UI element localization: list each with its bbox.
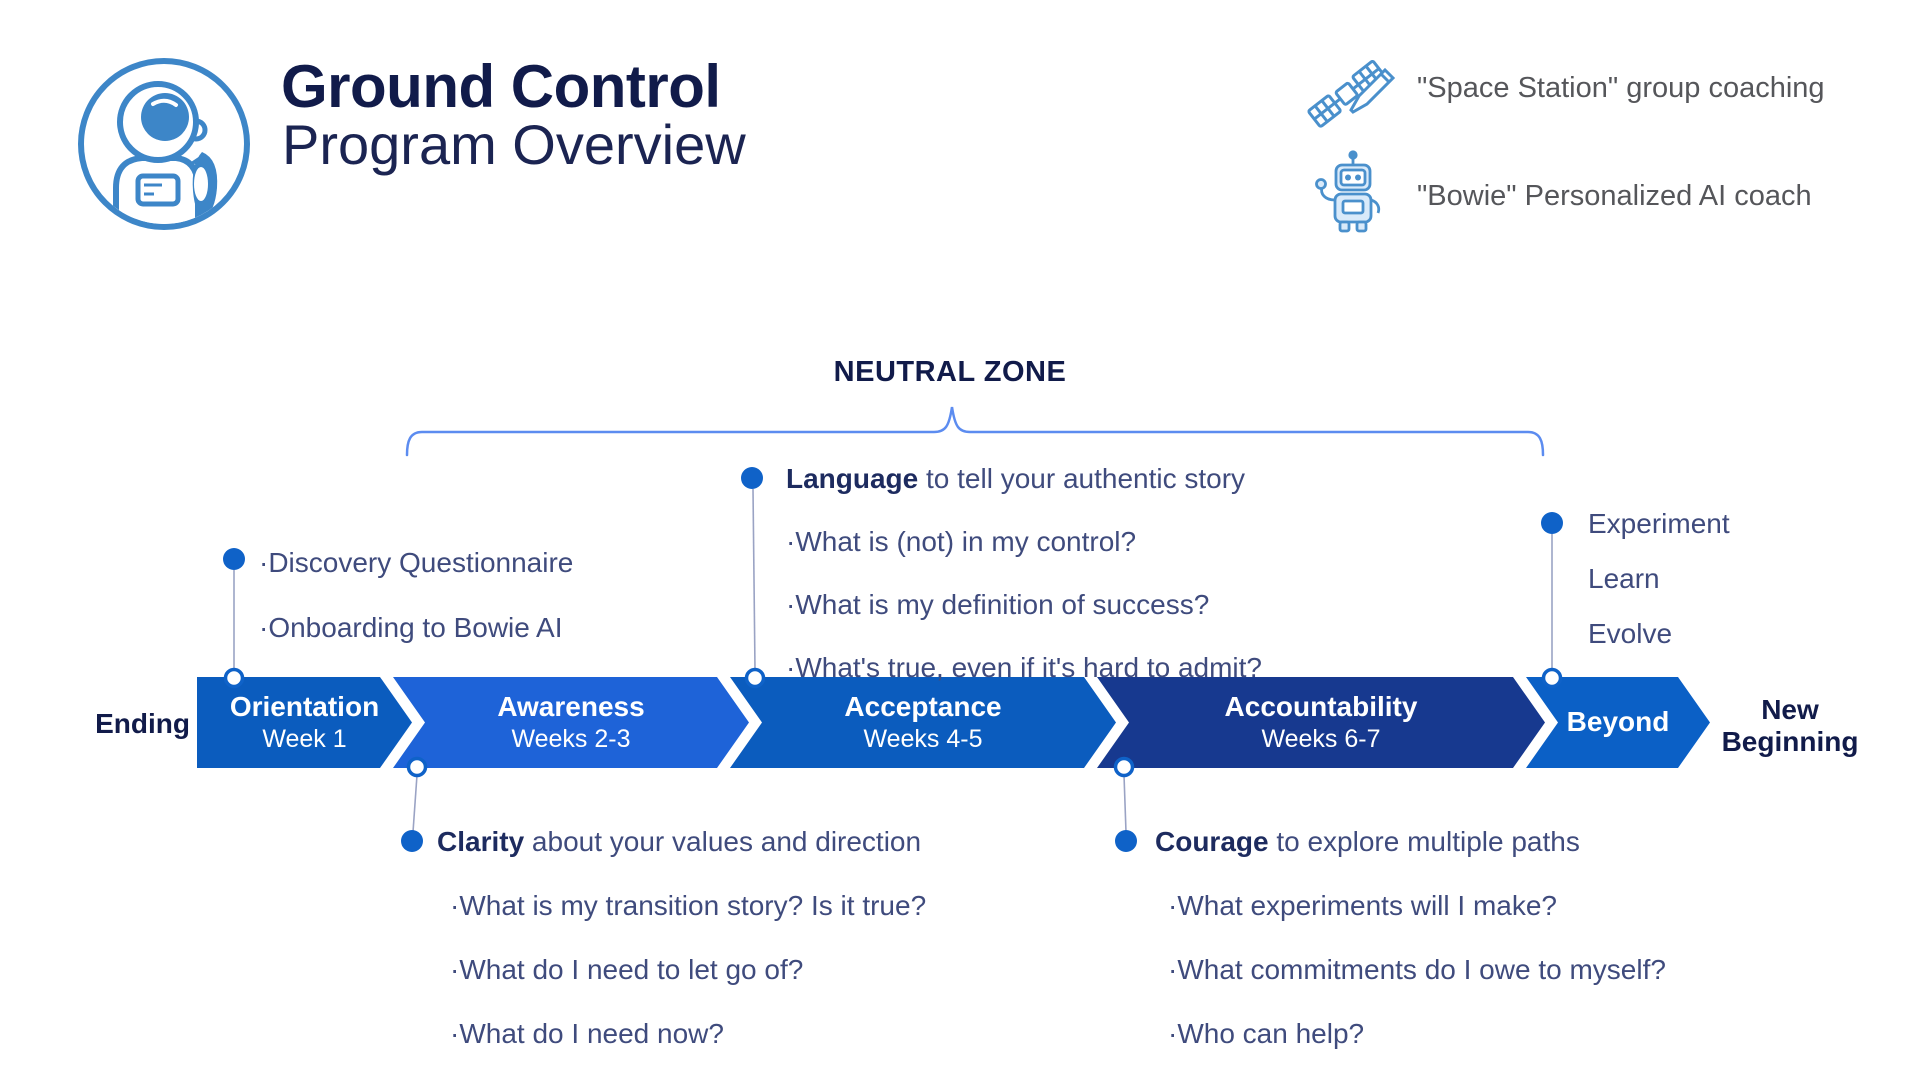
timeline-end-label: New Beginning — [1715, 694, 1865, 758]
phase-weeks: Weeks 4-5 — [863, 724, 983, 753]
phase-label-acceptance: Acceptance Weeks 4-5 — [730, 677, 1116, 768]
app-subtitle: Program Overview — [282, 113, 746, 176]
astronaut-logo — [78, 58, 250, 230]
callout-heading-rest: to tell your authentic story — [918, 463, 1246, 494]
phase-name: Accountability — [1224, 691, 1418, 723]
phase-label-accountability: Accountability Weeks 6-7 — [1097, 677, 1545, 768]
callout-heading: Language to tell your authentic story — [786, 462, 1262, 495]
callout-item: ·What do I need to let go of? — [450, 954, 804, 985]
callout-item: ·What experiments will I make? — [1168, 890, 1558, 921]
callout-dot — [741, 467, 763, 489]
connector-line — [1123, 774, 1127, 833]
callout-keyword: Language — [786, 463, 919, 494]
connector-line — [412, 774, 418, 833]
timeline-end-label-line1: New — [1761, 694, 1819, 725]
legend-space-station: "Space Station" group coaching — [1417, 72, 1825, 104]
callout-item: ·Discovery Questionnaire — [259, 547, 574, 578]
callout-item: ·What is my definition of success? — [786, 589, 1210, 620]
satellite-icon — [1307, 60, 1395, 128]
callout-dot — [1115, 830, 1137, 852]
phase-label-awareness: Awareness Weeks 2-3 — [393, 677, 749, 768]
callout-heading: Courage to explore multiple paths — [1155, 825, 1666, 858]
legend-bowie-ai: "Bowie" Personalized AI coach — [1417, 180, 1812, 212]
callout-accountability: Courage to explore multiple paths ·What … — [1155, 825, 1666, 1050]
neutral-zone-bracket — [405, 406, 1545, 457]
timeline-start-label: Ending — [95, 708, 190, 739]
phase-label-beyond: Beyond — [1526, 677, 1710, 768]
callout-heading-rest: to explore multiple paths — [1268, 826, 1580, 857]
callout-item: Learn — [1588, 563, 1660, 594]
connector-line — [752, 488, 756, 671]
callout-acceptance: Language to tell your authentic story ·W… — [786, 462, 1262, 684]
callout-dot — [401, 830, 423, 852]
callout-item: Experiment — [1588, 508, 1730, 539]
phase-weeks: Weeks 2-3 — [511, 724, 631, 753]
timeline-end-label-line2: Beginning — [1721, 726, 1859, 758]
phase-weeks: Week 1 — [262, 724, 347, 753]
callout-item: ·What is my transition story? Is it true… — [450, 890, 927, 921]
callout-item: ·What do I need now? — [450, 1018, 724, 1049]
phase-name: Beyond — [1566, 706, 1670, 738]
phase-weeks: Weeks 6-7 — [1261, 724, 1381, 753]
callout-heading-rest: about your values and direction — [524, 826, 922, 857]
callout-item: Evolve — [1588, 618, 1673, 649]
robot-icon — [1315, 150, 1381, 233]
callout-item: ·Onboarding to Bowie AI — [259, 612, 563, 643]
callout-keyword: Courage — [1155, 826, 1269, 857]
callout-orientation: ·Discovery Questionnaire ·Onboarding to … — [259, 546, 573, 644]
callout-beyond: Experiment Learn Evolve — [1588, 507, 1730, 650]
phase-label-orientation: Orientation Week 1 — [197, 677, 412, 768]
app-title: Ground Control — [281, 53, 721, 120]
callout-item: ·Who can help? — [1168, 1018, 1365, 1049]
callout-item: ·What commitments do I owe to myself? — [1168, 954, 1666, 985]
callout-dot — [223, 548, 245, 570]
phase-name: Awareness — [497, 691, 645, 723]
callout-keyword: Clarity — [437, 826, 525, 857]
phase-name: Acceptance — [844, 691, 1002, 723]
neutral-zone-label: NEUTRAL ZONE — [833, 356, 1067, 388]
callout-awareness: Clarity about your values and direction … — [437, 825, 926, 1050]
callout-dot — [1541, 512, 1563, 534]
callout-heading: Clarity about your values and direction — [437, 825, 926, 858]
callout-item: ·What is (not) in my control? — [786, 526, 1137, 557]
callout-item: ·What's true, even if it's hard to admit… — [786, 652, 1262, 683]
phase-name: Orientation — [229, 691, 380, 723]
